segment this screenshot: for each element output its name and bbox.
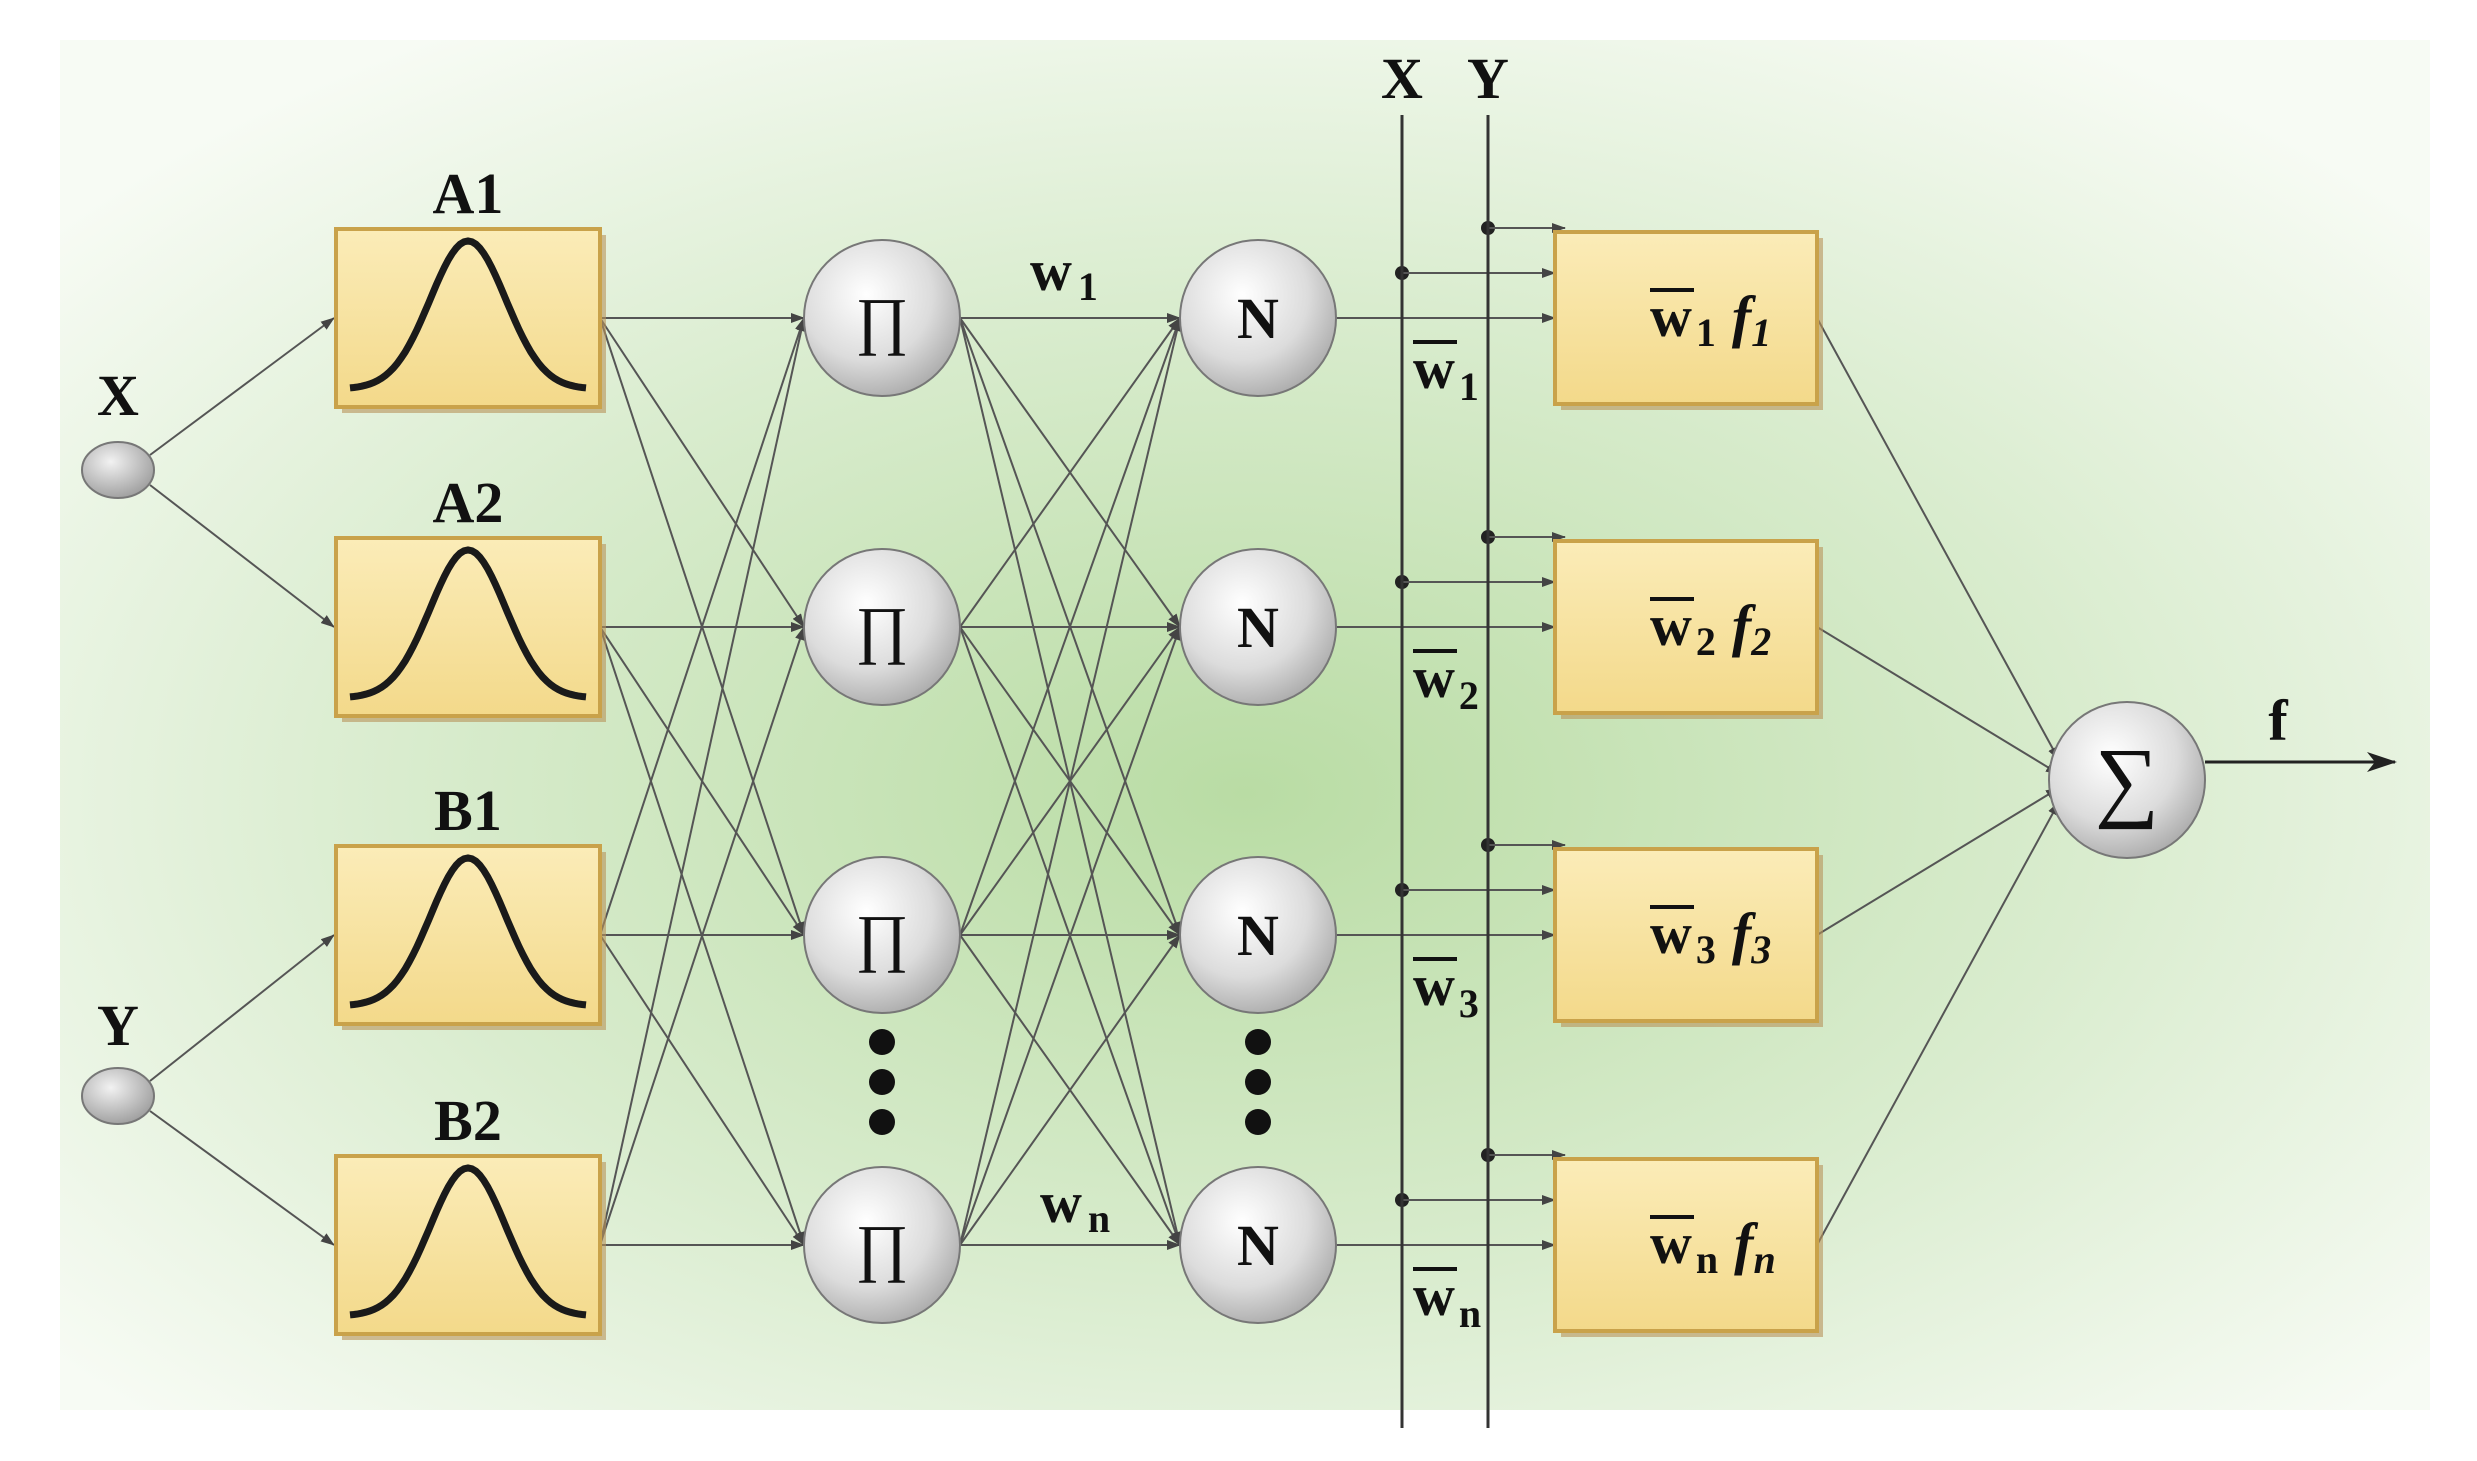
normalized-weight-subscript: 2 (1459, 673, 1479, 718)
svg-text:w1: w1 (1413, 336, 1479, 409)
input-label-x: X (97, 363, 139, 428)
bus-label-x: X (1381, 46, 1423, 111)
wire-x-a1 (149, 317, 335, 456)
wire-mf-product (599, 317, 805, 936)
normalized-weight-symbol: w (1413, 336, 1455, 401)
ellipsis-dots (869, 1029, 1271, 1135)
normalized-weight-subscript: n (1459, 1291, 1481, 1336)
membership-label: A1 (433, 161, 504, 226)
wire-product-norm (959, 317, 1181, 628)
normalization-node: N (1179, 548, 1337, 706)
product-symbol: ∏ (856, 285, 909, 356)
sum-symbol: ∑ (2095, 731, 2159, 830)
bell-curve-icon (349, 237, 587, 392)
svg-text:w3: w3 (1413, 953, 1479, 1026)
wire-rule-sum (1816, 626, 2060, 775)
connection-lines (149, 221, 2060, 1250)
product-symbol: ∏ (856, 1212, 909, 1283)
input-node-x (81, 441, 155, 499)
wire-mf-product (599, 317, 807, 1246)
wire-product-norm (959, 317, 1182, 1246)
svg-text:w2: w2 (1413, 645, 1479, 718)
normalized-weight-subscript: 1 (1459, 364, 1479, 409)
normalized-weight-subscript: 3 (1459, 981, 1479, 1026)
normalized-weight-symbol: w (1413, 953, 1455, 1018)
normalization-node: N (1179, 856, 1337, 1014)
wire-rule-sum (1816, 317, 2060, 761)
input-bus: X Y (1381, 46, 1509, 1428)
product-node: ∏ (803, 856, 961, 1014)
membership-label: B1 (434, 778, 502, 843)
product-symbol: ∏ (856, 594, 909, 665)
membership-box-a1: A1 (334, 161, 606, 413)
input-label-y: Y (97, 993, 139, 1058)
product-node: ∏ (803, 239, 961, 397)
norm-symbol: N (1237, 286, 1279, 351)
normalization-layer: N N N N (1179, 239, 1337, 1324)
wire-mf-product (599, 626, 805, 1246)
normalized-weight-symbol: w (1413, 645, 1455, 710)
input-node-y (81, 1067, 155, 1125)
output: f (2205, 688, 2397, 772)
bell-curve-icon (349, 546, 587, 701)
sum-node: ∑ (2048, 701, 2206, 859)
wire-mf-product (599, 317, 805, 628)
membership-box-b2: B2 (334, 1088, 606, 1340)
bus-label-y: Y (1467, 46, 1509, 111)
product-symbol: ∏ (856, 902, 909, 973)
membership-box-b1: B1 (334, 778, 606, 1030)
svg-text:w1: w1 (1030, 238, 1098, 309)
input-y: Y (81, 993, 155, 1125)
norm-symbol: N (1237, 1213, 1279, 1278)
bell-curve-icon (349, 854, 587, 1009)
normalized-weight-symbol: w (1413, 1263, 1455, 1328)
product-node: ∏ (803, 548, 961, 706)
norm-symbol: N (1237, 903, 1279, 968)
wire-rule-sum (1816, 801, 2060, 1246)
norm-symbol: N (1237, 595, 1279, 660)
wire-rule-sum (1816, 787, 2060, 936)
membership-label: B2 (434, 1088, 502, 1153)
svg-text:wn: wn (1040, 1170, 1110, 1241)
wire-product-norm (959, 934, 1181, 1246)
product-node: ∏ (803, 1166, 961, 1324)
wire-mf-product (599, 934, 805, 1246)
normalization-node: N (1179, 1166, 1337, 1324)
wire-y-b2 (149, 1110, 335, 1246)
product-layer: ∏ ∏ ∏ ∏ (803, 239, 961, 1324)
bell-curve-icon (349, 1164, 587, 1319)
wire-x-a2 (149, 484, 335, 628)
output-label: f (2268, 688, 2288, 753)
membership-box-a2: A2 (334, 470, 606, 722)
wire-y-b1 (149, 934, 335, 1082)
wire-product-norm (959, 317, 1181, 936)
input-x: X (81, 363, 155, 499)
membership-label: A2 (433, 470, 504, 535)
wire-product-norm (959, 626, 1181, 1246)
svg-text:wn: wn (1413, 1263, 1481, 1336)
normalization-node: N (1179, 239, 1337, 397)
